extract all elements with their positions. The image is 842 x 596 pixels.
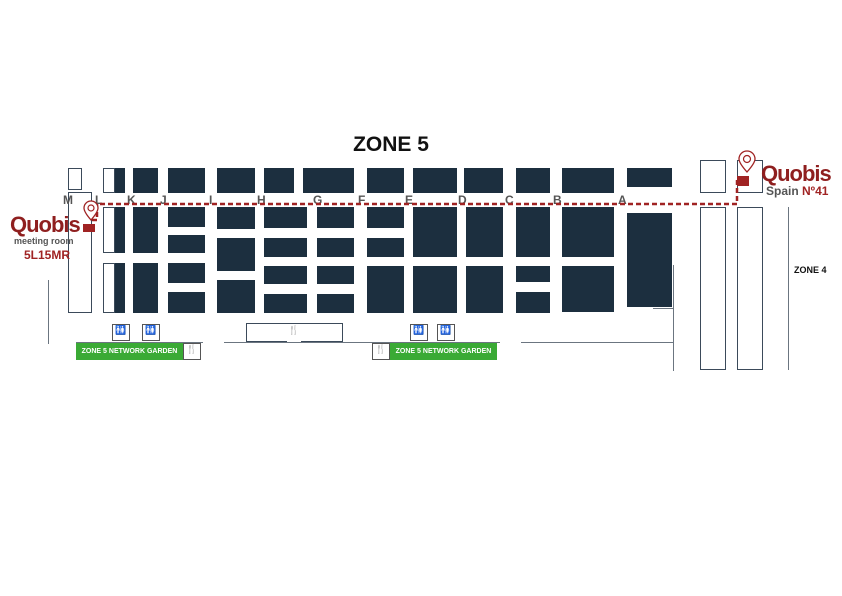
aisle-label: G	[313, 193, 323, 207]
booth-block	[264, 168, 294, 193]
booth-block	[413, 207, 457, 257]
aisle-label: F	[358, 193, 366, 207]
wall-line	[76, 342, 203, 343]
aisle-label: M	[63, 193, 73, 207]
booth-block	[466, 266, 503, 313]
booth-block	[217, 238, 255, 271]
wall-line	[521, 342, 674, 343]
booth-block	[264, 207, 307, 228]
hall-outline	[737, 207, 763, 370]
aisle-label: L	[95, 193, 103, 207]
zone-title: ZONE 5	[353, 133, 429, 156]
booth-block	[516, 292, 550, 313]
restaurant-icon: 🍴	[183, 343, 201, 360]
booth-block	[168, 168, 205, 193]
booth-block	[516, 207, 550, 257]
booth-block	[317, 294, 354, 313]
booth-block	[317, 238, 354, 257]
booth-block	[168, 263, 205, 283]
toilet-icon: 🚻	[437, 324, 455, 341]
booth-block	[115, 168, 125, 193]
booth-block	[217, 207, 255, 229]
meeting-room-label: meeting room	[14, 236, 74, 246]
location-pin-icon	[737, 150, 756, 186]
booth-block	[562, 266, 614, 312]
booth-block	[627, 168, 672, 187]
booth-block	[413, 266, 457, 313]
booth-block	[264, 266, 307, 284]
booth-block	[168, 207, 205, 227]
hall-outline	[700, 207, 726, 370]
booth-block	[367, 238, 404, 257]
aisle-label: D	[458, 193, 467, 207]
aisle-label: H	[257, 193, 266, 207]
aisle-label: E	[405, 193, 414, 207]
aisle-label: I	[209, 193, 213, 207]
quobis-logo-right: Quobis	[761, 161, 832, 186]
booth-block	[264, 238, 307, 257]
aisle-label: J	[160, 193, 167, 207]
network-garden-left: ZONE 5 NETWORK GARDEN	[76, 343, 183, 360]
hall-outline	[103, 263, 115, 313]
meeting-room-code: 5L15MR	[24, 248, 71, 262]
zone-4-label: ZONE 4	[794, 265, 827, 275]
booth-block	[562, 207, 614, 257]
toilet-icon: 🚻	[112, 324, 130, 341]
booth-block	[317, 207, 354, 228]
booth-block	[413, 168, 457, 193]
booth-block	[367, 168, 404, 193]
booth-block	[562, 168, 614, 193]
booth-block	[168, 235, 205, 253]
booth-block	[516, 266, 550, 282]
toilet-icon: 🚻	[410, 324, 428, 341]
booth-block	[264, 294, 307, 313]
booth-block	[133, 263, 158, 313]
booth-block	[217, 280, 255, 313]
booth-block	[367, 266, 404, 313]
booth-block	[115, 263, 125, 313]
wall-line	[48, 280, 49, 344]
toilet-icon: 🚻	[142, 324, 160, 341]
wall-line	[372, 342, 500, 343]
booth-block	[627, 213, 672, 307]
aisle-label: B	[553, 193, 562, 207]
restaurant-icon: 🍴	[287, 325, 301, 342]
booth-block	[168, 292, 205, 313]
hall-outline	[103, 168, 115, 193]
hall-outline	[700, 160, 726, 193]
booth-block	[466, 207, 503, 257]
wall-line	[653, 308, 673, 309]
restaurant-icon: 🍴	[372, 343, 390, 360]
aisle-label: C	[505, 193, 514, 207]
wall-line	[224, 342, 460, 343]
quobis-logo-left: Quobis	[10, 212, 81, 237]
booth-block	[303, 168, 354, 193]
wall-line	[673, 265, 674, 371]
stand-number: Nº41	[802, 184, 829, 198]
booth-block	[217, 168, 255, 193]
aisle-label: K	[127, 193, 136, 207]
wall-line	[788, 207, 789, 370]
booth-block	[133, 207, 158, 253]
booth-block	[367, 207, 404, 228]
country-label: Spain	[766, 184, 799, 198]
location-pin-icon	[83, 200, 99, 232]
booth-block	[133, 168, 158, 193]
booth-block	[516, 168, 550, 193]
hall-outline	[103, 207, 115, 253]
booth-block	[464, 168, 503, 193]
hall-outline	[68, 168, 82, 190]
booth-block	[115, 207, 125, 253]
aisle-label: A	[618, 193, 627, 207]
booth-block	[317, 266, 354, 284]
network-garden-right: ZONE 5 NETWORK GARDEN	[390, 343, 497, 360]
